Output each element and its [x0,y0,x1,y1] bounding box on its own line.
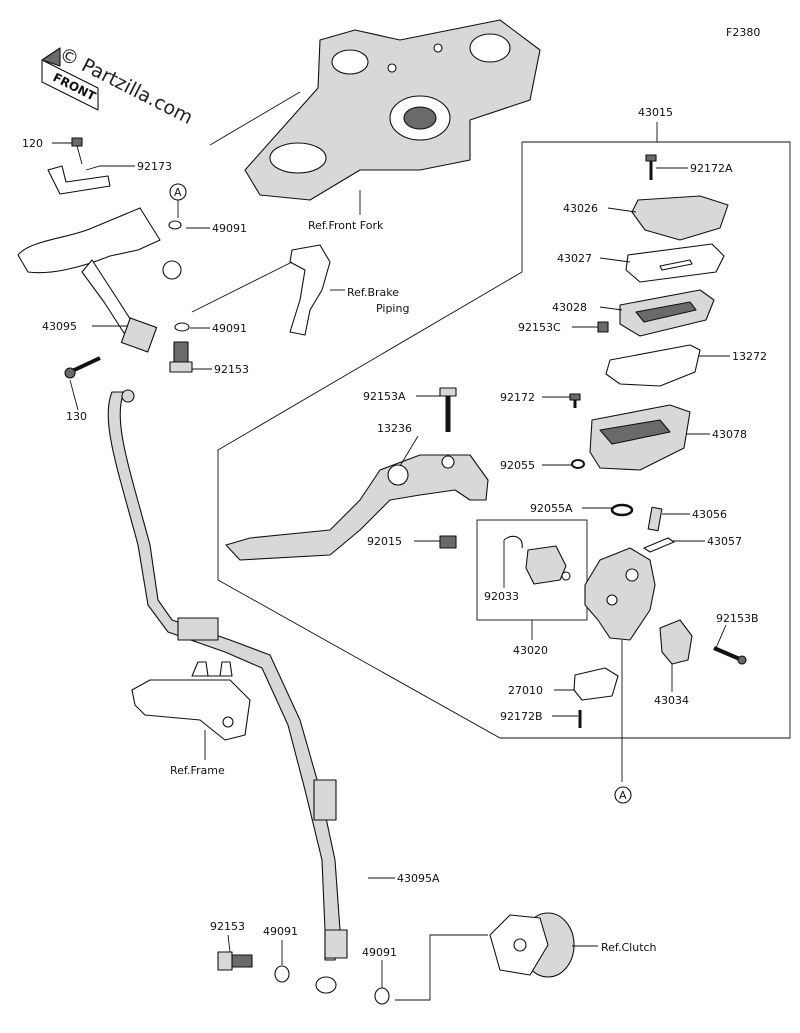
oring-92055A [610,503,634,517]
label-49091-bottom-2: 49091 [362,946,397,959]
screw-92172A [645,154,657,180]
washer-49091-bottom-2 [374,987,390,1005]
label-49091-mid: 49091 [212,322,247,335]
label-43095: 43095 [42,320,77,333]
switch-27010 [573,667,619,701]
clamp-43034 [659,619,693,665]
triple-clamp [244,19,541,201]
plate-43027 [625,243,725,283]
label-92153-bottom: 92153 [210,920,245,933]
bracket-92173 [47,165,111,195]
washer-49091-bottom-1 [274,965,290,983]
label-92153-top: 92153 [214,363,249,376]
banjo-bolt-92153 [169,341,193,373]
label-92055: 92055 [500,459,535,472]
label-120: 120 [22,137,43,150]
gasket-13272 [605,344,701,387]
label-92153B: 92153B [716,612,759,625]
label-43020: 43020 [513,644,548,657]
screw-92172 [569,393,581,408]
label-43078: 43078 [712,428,747,441]
plate-43057 [643,537,675,553]
label-43028: 43028 [552,301,587,314]
label-43034: 43034 [654,694,689,707]
leader-lines [52,142,730,988]
part-labels: 120 92173 49091 43095 49091 92153 130 43… [22,106,767,959]
brake-hose-43095A [107,389,348,994]
ref-clutch: Ref.Clutch [601,941,657,954]
ref-front-fork: Ref.Front Fork [308,219,384,232]
label-43056: 43056 [692,508,727,521]
bolt-92153B [713,646,747,665]
oring-92055 [571,459,585,469]
bolt-130 [64,356,101,379]
clutch-slave-cylinder [489,912,575,978]
label-92172A: 92172A [690,162,733,175]
ref-brake-piping-line1: Ref.Brake [347,286,399,299]
banjo-bolt-92153-bottom [217,951,253,971]
reservoir-43078 [589,404,691,471]
figure-code: F2380 [726,26,760,39]
assembly-43015-outline [217,141,791,739]
label-92153A: 92153A [363,390,406,403]
diaphragm-43028 [619,289,715,337]
ref-frame: Ref.Frame [170,764,225,777]
label-43015: 43015 [638,106,673,119]
label-92055A: 92055A [530,502,573,515]
label-92033: 92033 [484,590,519,603]
label-49091-top: 49091 [212,222,247,235]
clutch-lever-13236 [225,454,489,561]
washer-49091-mid [174,322,190,332]
bolt-120 [71,137,83,165]
label-27010: 27010 [508,684,543,697]
label-92015: 92015 [367,535,402,548]
label-92153C: 92153C [518,321,561,334]
label-43057: 43057 [707,535,742,548]
svg-text:A: A [619,789,627,802]
label-43027: 43027 [557,252,592,265]
label-92173: 92173 [137,160,172,173]
fitting-43056 [647,506,663,532]
brake-piping-bracket [289,244,331,336]
callout-A-bottom: A [614,786,632,804]
frame-bracket [131,661,251,741]
ref-brake-piping-line2: Piping [376,302,409,315]
label-43095A: 43095A [397,872,440,885]
reference-labels: Ref.Front Fork Ref.Brake Piping Ref.Fram… [170,219,657,954]
cap-43026 [631,195,729,241]
label-13236: 13236 [377,422,412,435]
label-43026: 43026 [563,202,598,215]
svg-text:A: A [174,186,182,199]
bolt-92153A [439,387,457,432]
label-13272: 13272 [732,350,767,363]
label-92172: 92172 [500,391,535,404]
screw-92153C [597,321,609,333]
callout-A-top: A [169,183,187,201]
label-92172B: 92172B [500,710,543,723]
brake-hose-43095 [17,207,182,353]
label-49091-bottom-1: 49091 [263,925,298,938]
piston-kit-92033 [503,535,571,585]
nut-92015 [439,535,457,549]
label-130: 130 [66,410,87,423]
master-cylinder-body [584,547,656,641]
